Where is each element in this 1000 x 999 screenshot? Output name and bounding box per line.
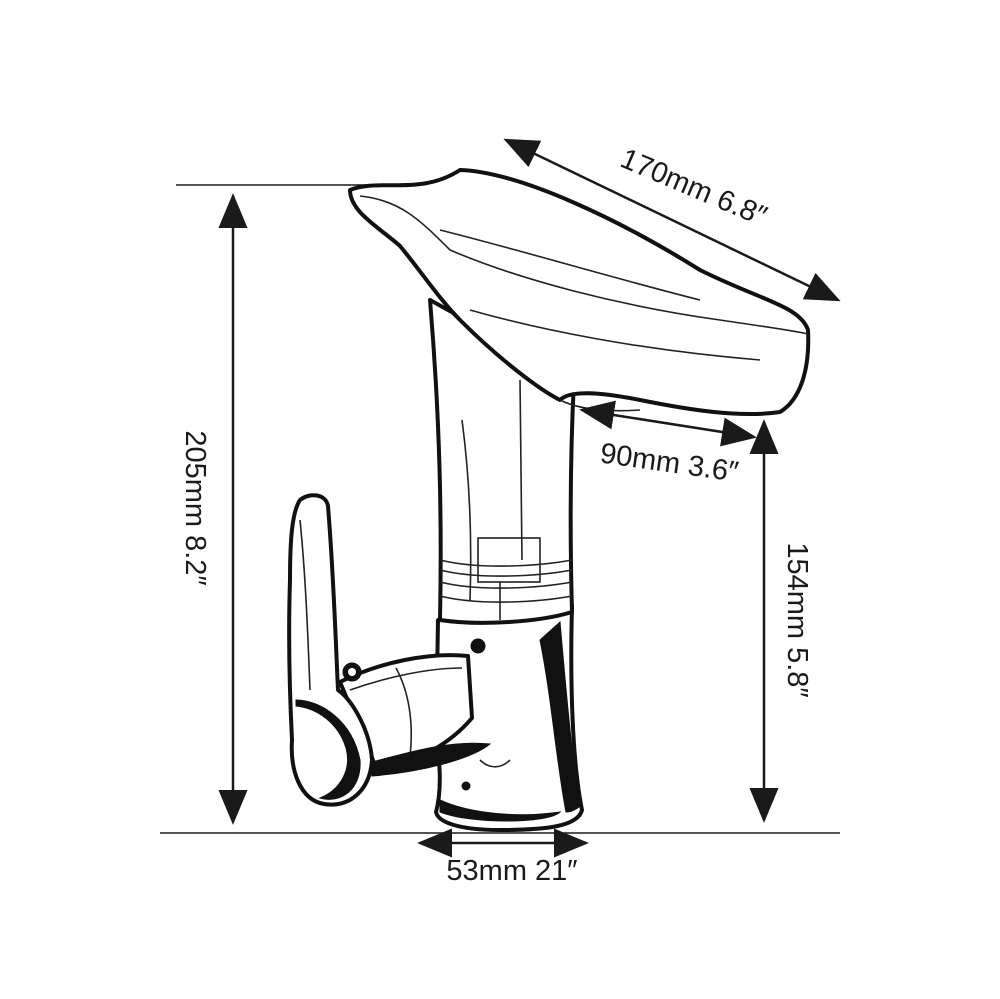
base-width-label: 53mm 21″ xyxy=(446,855,577,887)
lever-handle[interactable] xyxy=(287,493,374,807)
spout-length-arrow xyxy=(503,138,841,302)
spout-length-label: 170mm 6.8″ xyxy=(616,143,771,233)
overall-height-label: 205mm 8.2″ xyxy=(179,430,211,585)
waterfall-faucet-illustration xyxy=(287,168,811,832)
spout-height-label: 154mm 5.8″ xyxy=(781,542,813,697)
spout-reach-label: 90mm 3.6″ xyxy=(598,438,740,489)
spout-reach-arrow xyxy=(579,400,757,447)
